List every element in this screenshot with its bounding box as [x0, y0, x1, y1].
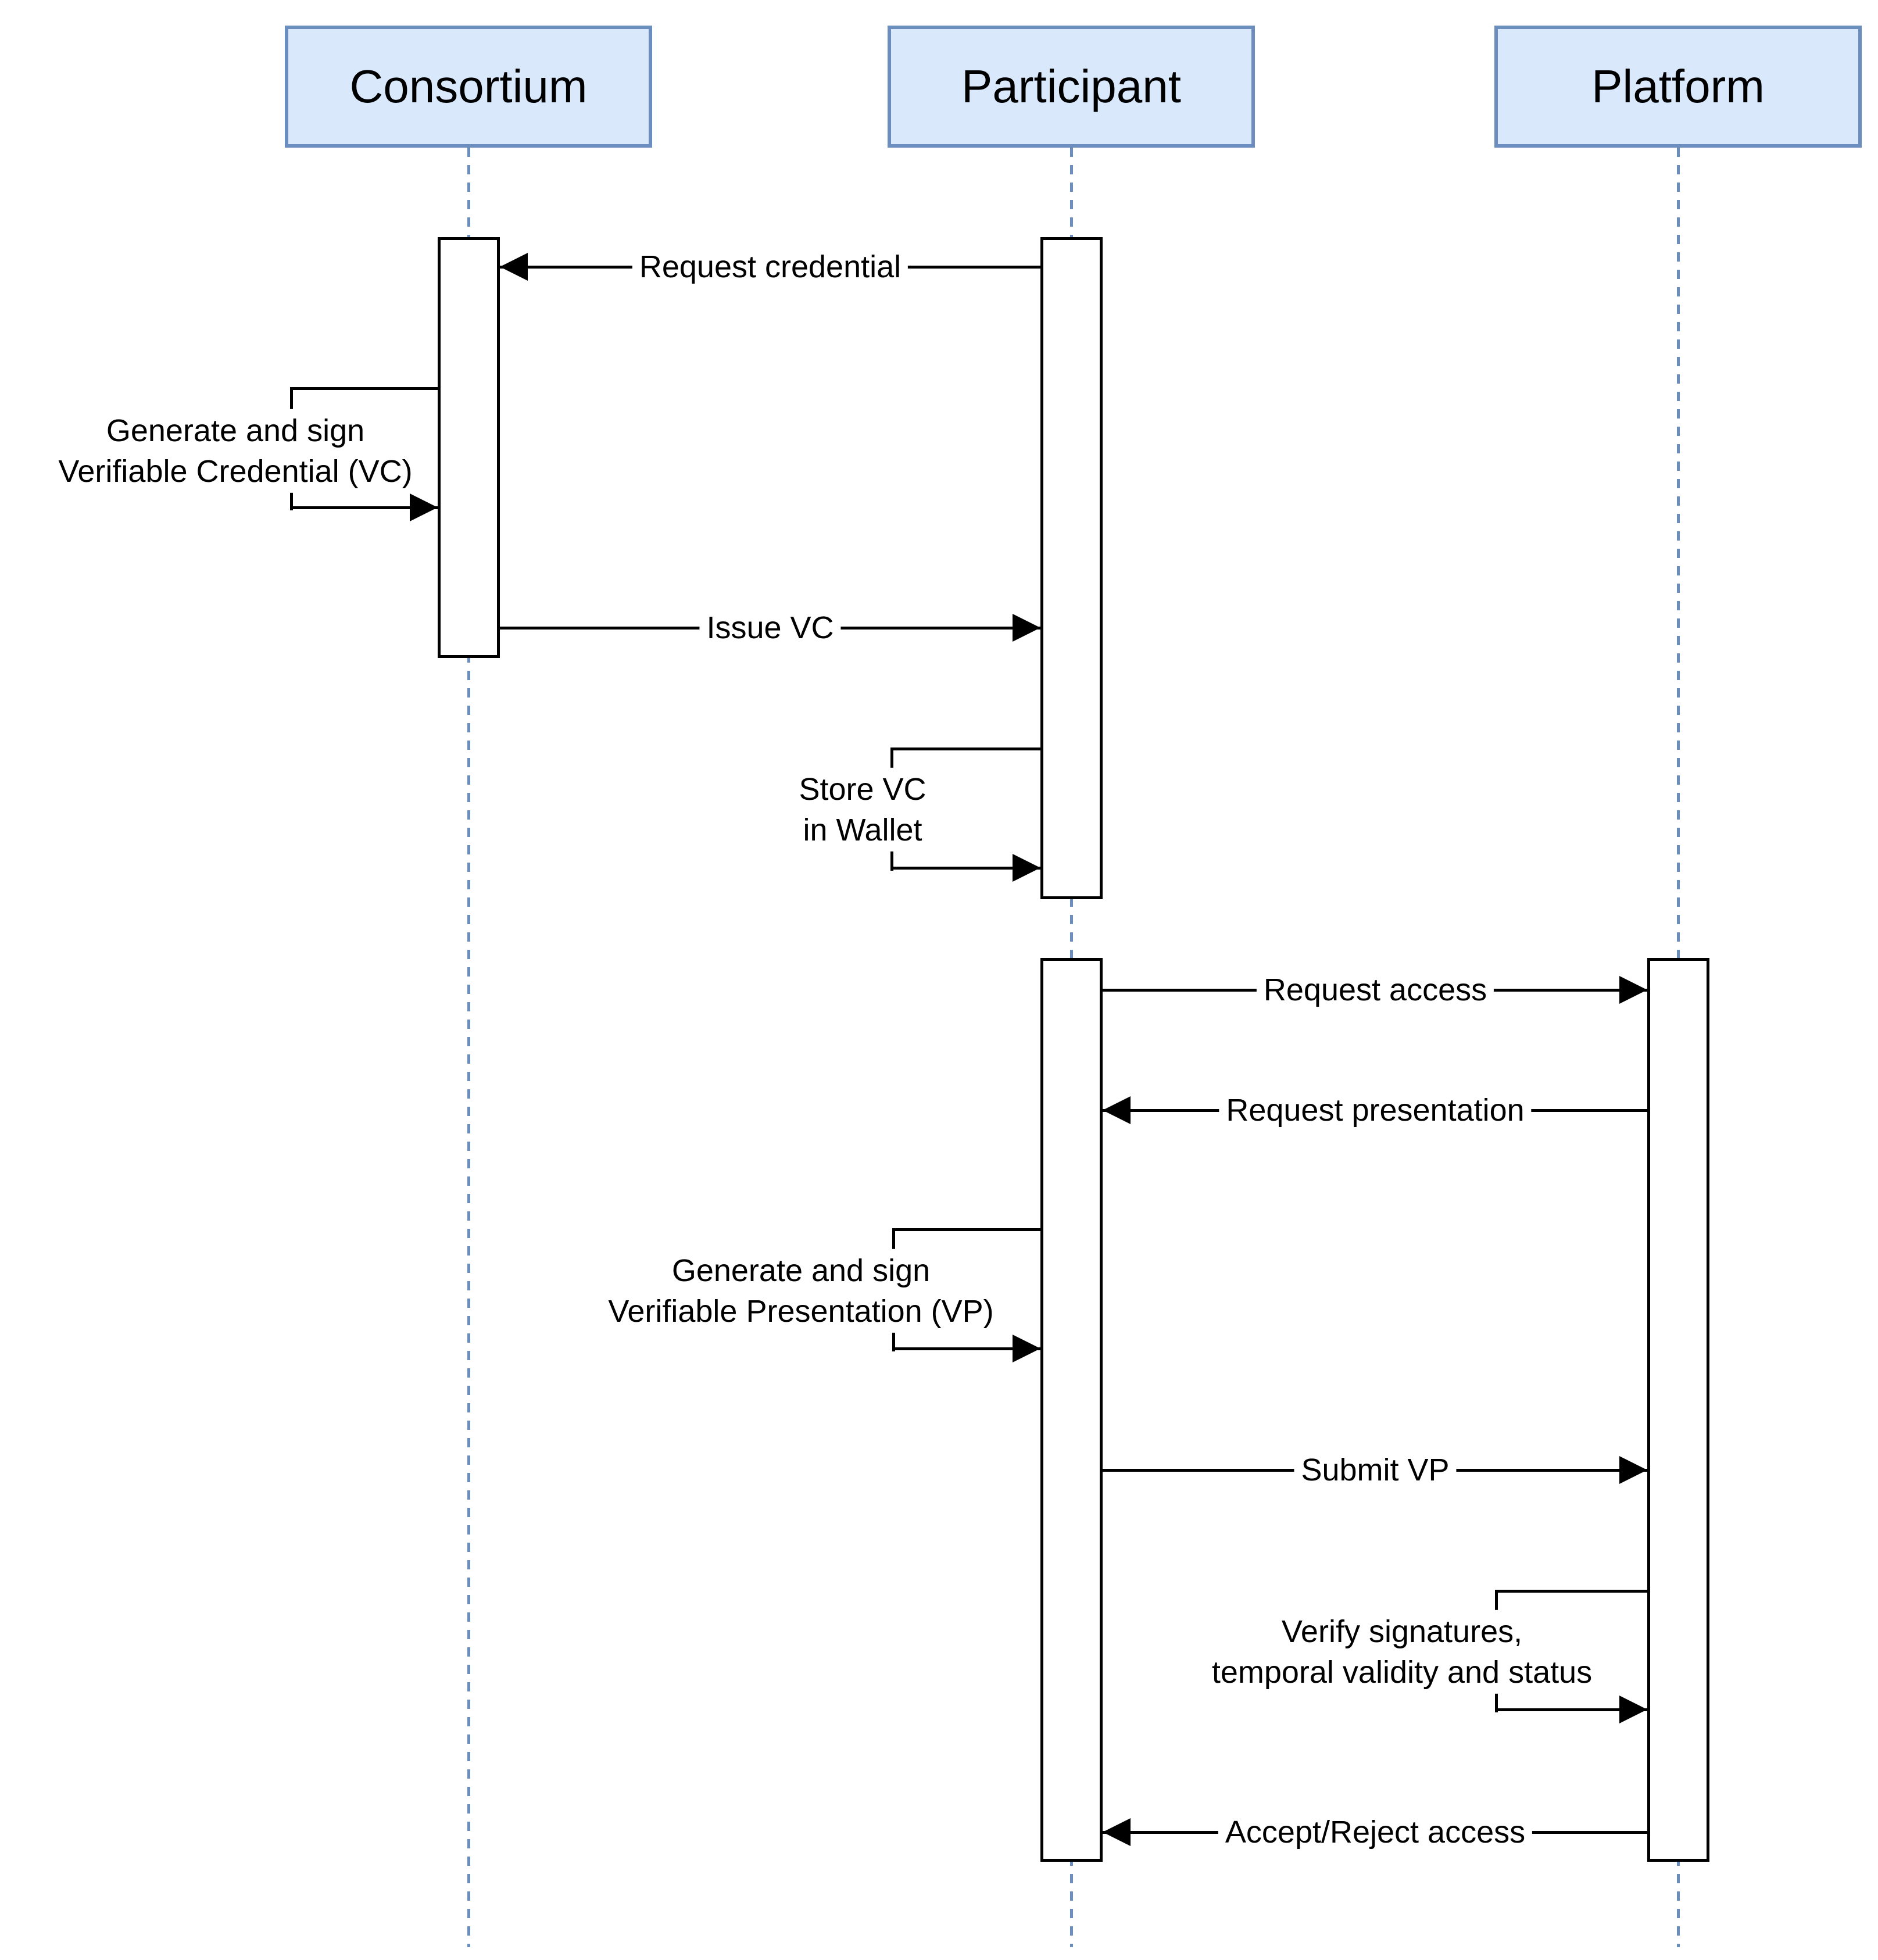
self-msg-generate-vp-bottom-line [892, 1347, 1040, 1350]
arrowhead-generate-vp [1013, 1335, 1040, 1362]
self-msg-generate-vp-top-line [892, 1228, 1040, 1231]
actor-platform: Platform [1494, 26, 1862, 148]
activation-bar-consortium [438, 237, 500, 658]
arrowhead-accept-reject [1103, 1818, 1131, 1846]
self-msg-verify-bottom-line [1495, 1708, 1647, 1711]
actor-consortium-label: Consortium [349, 60, 588, 112]
self-msg-label-generate-vc: Generate and sign Verifiable Credential … [51, 409, 420, 493]
message-label-request-presentation: Request presentation [1219, 1088, 1532, 1132]
arrowhead-submit-vp [1619, 1456, 1647, 1484]
arrowhead-verify [1619, 1696, 1647, 1723]
arrowhead-request-credential [500, 253, 528, 281]
message-label-issue-vc: Issue VC [699, 606, 841, 650]
actor-participant: Participant [888, 26, 1255, 148]
message-label-submit-vp: Submit VP [1294, 1448, 1457, 1492]
self-msg-label-generate-vp: Generate and sign Verifiable Presentatio… [601, 1249, 1001, 1333]
actor-platform-label: Platform [1591, 60, 1765, 112]
self-msg-generate-vc-bottom-line [290, 506, 438, 509]
arrowhead-generate-vc [410, 493, 438, 521]
actor-participant-label: Participant [961, 60, 1181, 112]
message-label-request-credential: Request credential [632, 245, 908, 289]
activation-bar-participant-1 [1040, 237, 1103, 899]
message-label-request-access: Request access [1256, 968, 1494, 1012]
arrowhead-request-access [1619, 976, 1647, 1004]
message-label-accept-reject: Accept/Reject access [1218, 1810, 1533, 1854]
activation-bar-participant-2 [1040, 958, 1103, 1862]
self-msg-store-vc-bottom-line [890, 867, 1040, 870]
self-msg-label-verify: Verify signatures, temporal validity and… [1204, 1610, 1600, 1694]
self-msg-label-store-vc: Store VC in Wallet [792, 767, 933, 852]
arrowhead-issue-vc [1013, 614, 1040, 642]
self-msg-generate-vc-top-line [290, 387, 438, 390]
self-msg-store-vc-top-line [890, 747, 1040, 750]
activation-bar-platform [1647, 958, 1709, 1862]
arrowhead-request-presentation [1103, 1096, 1131, 1124]
arrowhead-store-vc [1013, 854, 1040, 882]
lifeline-consortium [467, 148, 470, 1947]
self-msg-verify-top-line [1495, 1590, 1647, 1593]
actor-consortium: Consortium [285, 26, 652, 148]
